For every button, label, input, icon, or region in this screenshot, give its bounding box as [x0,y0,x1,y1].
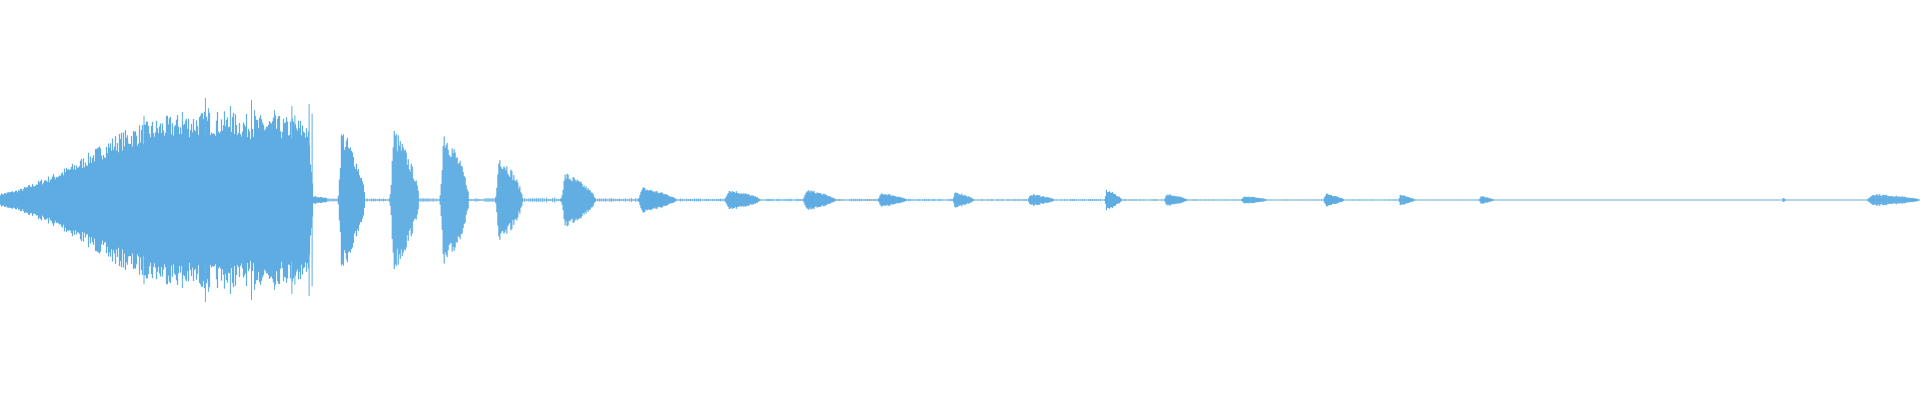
waveform-bursts [322,131,1920,269]
waveform-peaks [143,98,313,302]
